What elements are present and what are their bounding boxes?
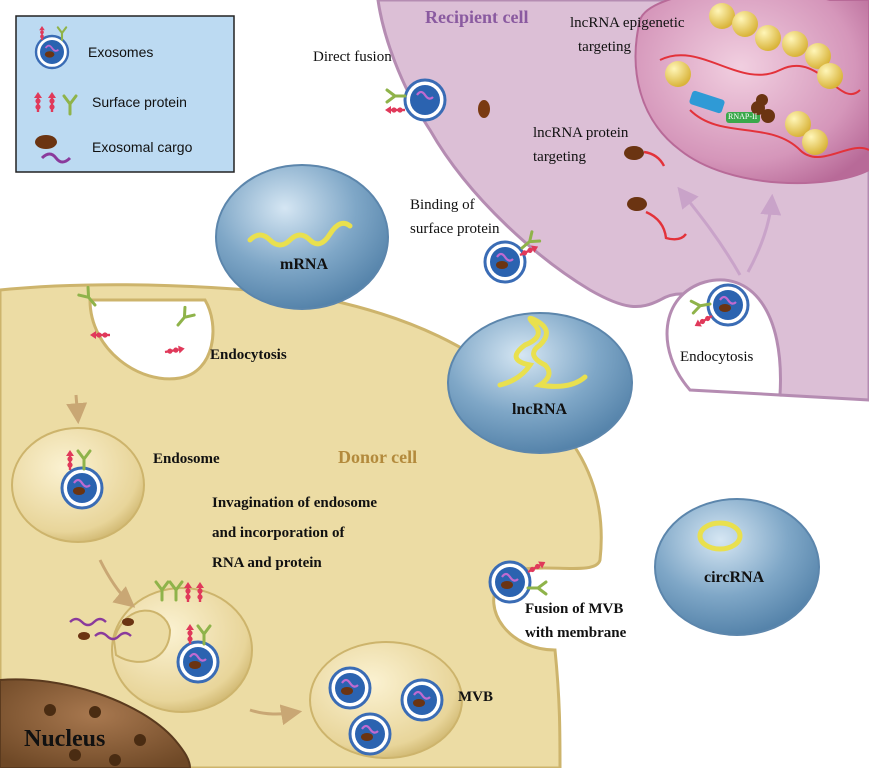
fusion-mvb-label-1: Fusion of MVB bbox=[525, 601, 624, 617]
legend-exosomes-label: Exosomes bbox=[88, 44, 154, 60]
mvb-label: MVB bbox=[458, 689, 493, 705]
legend-exosome-icon bbox=[34, 34, 70, 70]
rnap-label: RNAP-II bbox=[728, 112, 758, 121]
direct-fusion-label: Direct fusion bbox=[313, 49, 392, 65]
endocytosis-recipient-label: Endocytosis bbox=[680, 349, 754, 365]
invagination-label-3: RNA and protein bbox=[212, 555, 322, 571]
mvb-exosome bbox=[400, 678, 444, 722]
cargo-protein bbox=[478, 100, 490, 118]
mrna-label: mRNA bbox=[280, 256, 328, 273]
donor-cell-title: Donor cell bbox=[338, 447, 418, 467]
fusion-mvb-label-2: with membrane bbox=[525, 625, 627, 641]
endosome-label: Endosome bbox=[153, 451, 220, 467]
lncrna-label: lncRNA bbox=[512, 401, 568, 418]
exosome-endosome bbox=[60, 466, 104, 510]
cargo-protein bbox=[624, 146, 644, 160]
exosome-fusion-mvb bbox=[488, 560, 532, 604]
protein-targeting-label-2: targeting bbox=[533, 149, 587, 165]
cargo-protein bbox=[627, 197, 647, 211]
chromatin bbox=[659, 3, 869, 158]
mvb-exosome bbox=[328, 666, 372, 710]
mvb-exosome bbox=[348, 712, 392, 756]
exosome-endocytosis-recipient bbox=[706, 283, 750, 327]
epigenetic-targeting-label-1: lncRNA epigenetic bbox=[570, 15, 685, 31]
legend-surface-protein-label: Surface protein bbox=[92, 94, 187, 110]
binding-label-1: Binding of bbox=[410, 197, 475, 213]
recipient-cell-title: Recipient cell bbox=[425, 7, 529, 27]
invagination-label-2: and incorporation of bbox=[212, 525, 345, 541]
exosome-direct-fusion bbox=[403, 78, 447, 122]
invagination-label-1: Invagination of endosome bbox=[212, 495, 378, 511]
protein-targeting-label-1: lncRNA protein bbox=[533, 125, 629, 141]
binding-label-2: surface protein bbox=[410, 221, 500, 237]
legend-exosomal-cargo-label: Exosomal cargo bbox=[92, 139, 193, 155]
nucleus-label: Nucleus bbox=[24, 726, 106, 752]
endocytosis-donor-label: Endocytosis bbox=[210, 347, 287, 363]
legend-cargo-icon bbox=[35, 135, 72, 164]
donor-nucleus bbox=[0, 678, 192, 768]
exosome-binding bbox=[483, 240, 527, 284]
exosome-invagination bbox=[176, 640, 220, 684]
circrna-blob bbox=[654, 498, 820, 636]
epigenetic-targeting-label-2: targeting bbox=[578, 39, 632, 55]
circrna-label: circRNA bbox=[704, 569, 765, 586]
